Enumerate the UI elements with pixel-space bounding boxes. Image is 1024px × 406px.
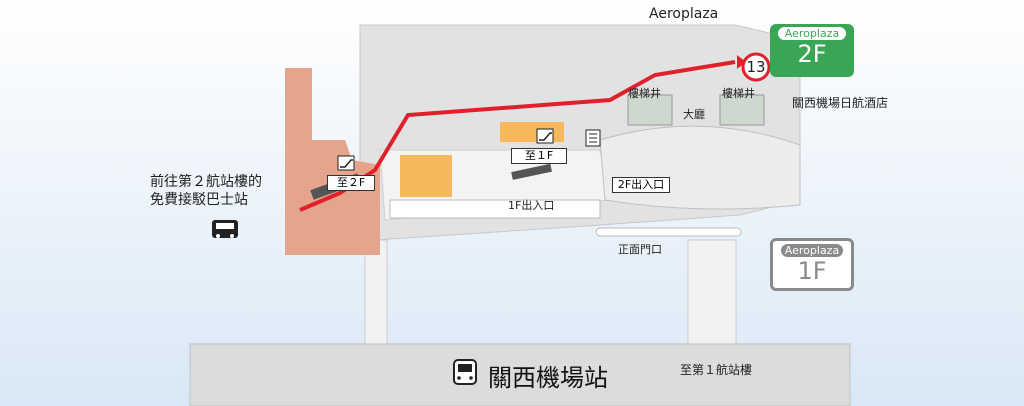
escalator-middle xyxy=(511,163,552,180)
walkway-right xyxy=(687,239,737,346)
hotel-label: 關西機場日航酒店 xyxy=(792,96,889,110)
destination-number: 13 xyxy=(746,58,765,76)
stairwell-left-label: 樓梯井 xyxy=(628,87,661,100)
destination-marker[interactable] xyxy=(741,52,771,82)
entrance-2f-label: 2F出入口 xyxy=(612,177,670,193)
hall-circle xyxy=(599,125,801,210)
train-icon xyxy=(453,359,477,385)
stairwell-right-label: 樓梯井 xyxy=(722,87,755,100)
entrance-1f-label: 1F出入口 xyxy=(508,199,555,212)
floor-sign-2f-name: Aeroplaza xyxy=(778,27,846,40)
gate-bar xyxy=(595,227,742,237)
ground-strip xyxy=(389,199,601,219)
main-gate-label: 正面門口 xyxy=(618,243,662,256)
escalator-icon xyxy=(536,128,554,144)
station-bar xyxy=(189,343,851,406)
walkway-left xyxy=(364,239,388,346)
bus-icon xyxy=(212,220,238,238)
to-1f-label: 至１F xyxy=(511,148,567,164)
floor-sign-2f-floor: 2F xyxy=(797,40,827,68)
shop-orange-small xyxy=(500,122,564,142)
station-label: 關西機場站 xyxy=(488,364,608,392)
map-title: Aeroplaza xyxy=(649,6,719,22)
to-2f-label: 至２F xyxy=(327,175,375,191)
elevator-icon xyxy=(585,129,601,147)
route-line xyxy=(299,60,736,212)
floor-sign-2f: Aeroplaza 2F xyxy=(770,24,854,77)
shop-orange-large xyxy=(400,155,452,197)
shuttle-label-line1: 前往第２航站樓的 xyxy=(150,174,262,190)
route-arrowhead xyxy=(737,55,746,69)
floor-sign-1f-name: Aeroplaza xyxy=(781,244,843,257)
stairwell-left xyxy=(627,94,673,126)
hall-label: 大廳 xyxy=(683,108,705,121)
stairwell-right xyxy=(719,94,765,126)
shuttle-label-line2: 免費接駁巴士站 xyxy=(150,192,248,208)
floor-sign-1f-floor: 1F xyxy=(797,257,827,285)
floor-sign-1f: Aeroplaza 1F xyxy=(770,238,854,291)
escalator-icon xyxy=(337,155,355,171)
to-terminal1-label: 至第１航站樓 xyxy=(680,363,753,377)
